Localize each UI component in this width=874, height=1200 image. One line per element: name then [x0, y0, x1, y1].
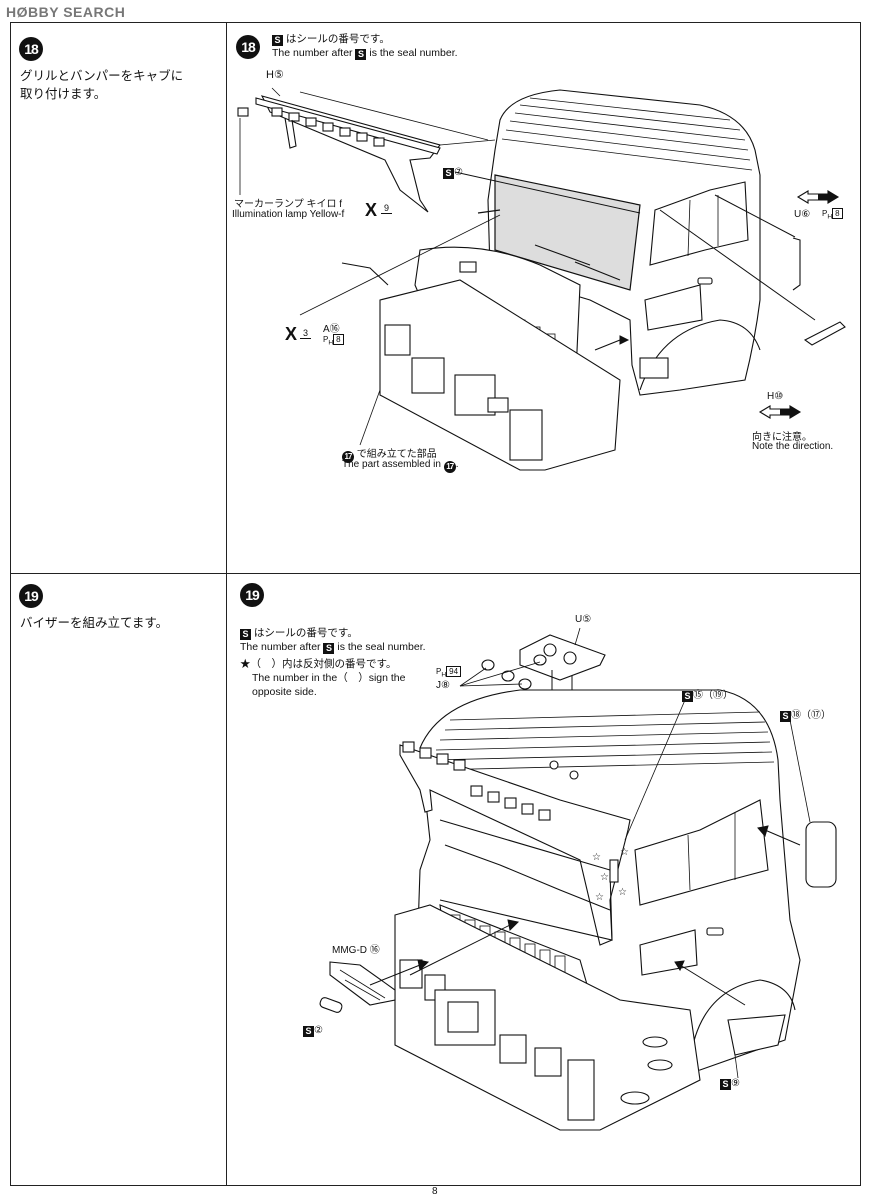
label-ph8b-num: 8	[333, 334, 344, 345]
step-18-instruction: グリルとバンパーをキャブに 取り付けます。	[20, 68, 184, 101]
step-19-number-left: 19	[19, 584, 43, 608]
opposite-note-en-2: opposite side.	[252, 686, 317, 698]
page-number: 8	[432, 1186, 438, 1197]
seal-icon: S	[355, 49, 367, 60]
side-window	[649, 181, 749, 266]
assembled-en-text: The part assembled in	[342, 459, 441, 470]
seal-icon: S	[240, 629, 251, 640]
visor-lamps-19	[402, 741, 551, 821]
label-tri3: 3	[300, 328, 312, 339]
seal-note-en-pre: The number after	[240, 641, 321, 653]
assembly-arrows-19	[369, 825, 801, 1006]
emblem-part	[329, 961, 396, 1006]
label-s9-num: ⑨	[731, 1078, 740, 1089]
seal-note-jp: はシールの番号です。	[285, 33, 390, 45]
label-s15-num: ⑮（⑲）	[693, 690, 733, 701]
seal-18-shape	[805, 821, 837, 888]
seal-icon: S	[443, 168, 454, 179]
label-marker-lamp-en: Illumination lamp Yellow-f	[232, 209, 345, 220]
step-19-number: 19	[240, 583, 264, 607]
label-u5: U⑤	[575, 614, 592, 625]
frame-left	[10, 22, 11, 1185]
roof-vent-part	[519, 634, 606, 681]
label-a16: A⑯	[323, 324, 340, 335]
seal-note-jp: はシールの番号です。	[253, 627, 358, 639]
cab-body	[487, 89, 761, 396]
windshield	[494, 174, 641, 291]
seal-9-shape	[727, 1014, 786, 1056]
label-assembled-en: The part assembled in 17.	[342, 459, 459, 473]
seal-icon: S	[682, 691, 693, 702]
label-tri9: 9	[381, 203, 393, 214]
step-divider	[10, 573, 861, 574]
seal-icon: S	[303, 1026, 314, 1037]
bumper	[379, 279, 621, 471]
bumper-19	[394, 904, 701, 1131]
seal-icon: S	[780, 711, 791, 722]
label-direction-jp: 向きに注意。	[752, 432, 812, 443]
seal-note-en-post: is the seal number.	[337, 641, 426, 653]
step-19-seal-note: S はシールの番号です。 The number after S is the s…	[240, 626, 426, 699]
label-h5: H⑤	[266, 69, 284, 81]
svg-text:☆: ☆	[618, 887, 627, 898]
label-ph94-num: 94	[446, 666, 462, 677]
paint-x-icon: X	[285, 324, 298, 344]
marker-lamps	[237, 107, 385, 147]
watermark: HØBBY SEARCH	[6, 4, 126, 20]
assembly-arrows	[359, 171, 816, 446]
label-u6: U⑥	[794, 209, 811, 220]
seal-note-en-pre: The number after	[272, 47, 353, 59]
column-divider	[226, 22, 227, 1185]
ref-step-17-icon: 17	[443, 460, 456, 473]
marker-lamp-bar	[237, 95, 441, 213]
assembled-jp-text: で組み立てた部品	[356, 449, 437, 460]
frame-bottom	[10, 1185, 861, 1186]
step-18-number-left: 18	[19, 37, 43, 61]
step-18-number: 18	[236, 35, 260, 59]
paint-x-icon: X	[365, 200, 378, 220]
step-18-seal-note: S はシールの番号です。 The number after S is the s…	[272, 32, 458, 60]
label-j8: J⑧	[436, 680, 450, 691]
svg-text:☆: ☆	[600, 872, 609, 883]
label-s7-num: ⑦	[454, 167, 463, 178]
seal-icon: S	[720, 1079, 731, 1090]
seal-icon: S	[272, 35, 283, 46]
label-ph8-num: 8	[832, 208, 843, 219]
label-marker-lamp-jp: マーカーランプ キイロ f	[234, 199, 343, 210]
star-decal: ☆ ☆ ☆ ☆ ☆	[592, 847, 629, 903]
frame-right	[860, 22, 861, 1185]
label-mmgd16: MMG-D ⑯	[332, 945, 380, 956]
label-direction-en: Note the direction.	[752, 441, 834, 452]
seal-note-en-post: is the seal number.	[369, 47, 458, 59]
ref-step-17-icon: 17	[342, 450, 354, 463]
label-s18-num: ⑱（⑰）	[791, 710, 831, 721]
svg-text:☆: ☆	[595, 892, 604, 903]
svg-text:☆: ☆	[592, 852, 601, 863]
step-19-instruction: バイザーを組み立てます。	[20, 615, 169, 630]
label-h10: H⑩	[767, 391, 784, 402]
direction-arrow-icon	[758, 190, 840, 419]
opposite-note-en-1: The number in the（ ）sign the	[252, 672, 406, 684]
svg-text:☆: ☆	[620, 847, 629, 858]
frame-top	[10, 22, 861, 23]
opposite-note-jp: ★（ ）内は反対側の番号です。	[240, 658, 397, 670]
seal-icon: S	[323, 643, 335, 654]
label-assembled-jp: 17 で組み立てた部品	[342, 445, 437, 463]
label-s2-num: ②	[314, 1025, 323, 1036]
